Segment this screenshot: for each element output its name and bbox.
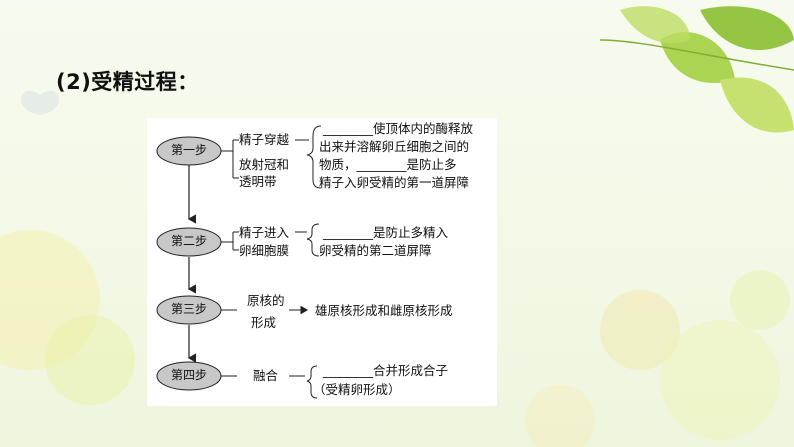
step-3-detail-line-1: 雄原核形成和雌原核形成 <box>315 303 453 318</box>
step-4-stage-line-1: 融合 <box>253 368 279 383</box>
step-4-detail-line-2: （受精卵形成） <box>313 382 401 397</box>
step-2-label: 第二步 <box>170 234 207 248</box>
step-1-label: 第一步 <box>170 143 207 157</box>
step-3-label: 第三步 <box>170 302 207 316</box>
step-4-label: 第四步 <box>170 368 207 382</box>
step-1-stage-line-3: 透明带 <box>239 174 277 189</box>
step-2-detail-line-1: ________是防止多精入 <box>323 225 449 240</box>
step-2-stage-line-2: 卵细胞膜 <box>239 243 290 258</box>
step-4-detail-line-1: ________合并形成合子 <box>323 363 449 378</box>
step-1-stage-line-1: 精子穿越 <box>239 132 290 147</box>
section-heading: (2)受精过程： <box>56 70 199 94</box>
step-1-stage-line-2: 放射冠和 <box>239 157 290 172</box>
step-3-stage-line-1: 原核的 <box>247 293 285 308</box>
fertilization-flow-diagram: 第一步 第二步 第三步 第四步 精子穿越 放射冠和 透明带 精子进入 卵细胞膜 … <box>147 118 497 406</box>
step-3-stage-line-2: 形成 <box>251 315 277 330</box>
step-1-detail-line-3: 物质，________是防止多 <box>319 157 457 172</box>
step-2-stage-line-1: 精子进入 <box>239 225 290 240</box>
leaf-decoration <box>599 6 794 133</box>
step-2-detail-line-2: 卵受精的第二道屏障 <box>319 243 432 258</box>
step-1-detail-line-4: 精子入卵受精的第一道屏障 <box>319 175 470 190</box>
step-1-detail-line-2: 出来并溶解卵丘细胞之间的 <box>319 139 470 154</box>
step-1-detail-line-1: ________使顶体内的酶释放 <box>323 121 474 136</box>
